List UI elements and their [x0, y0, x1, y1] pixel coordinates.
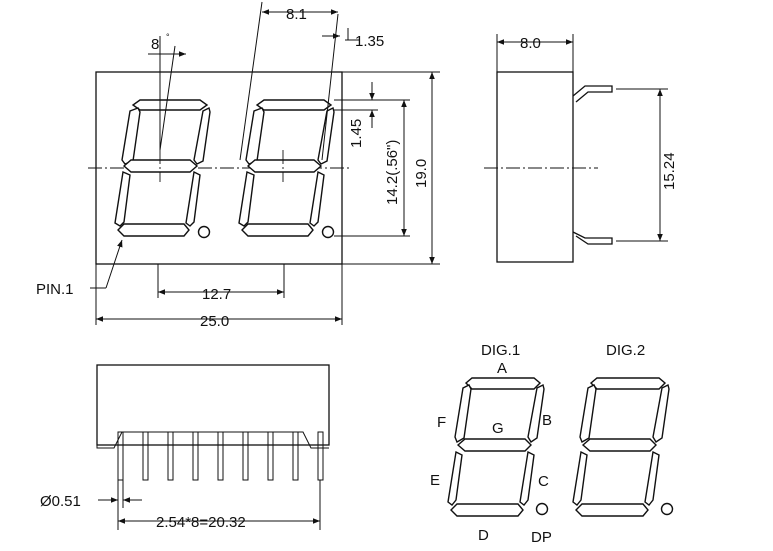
dig2-segments — [572, 377, 674, 517]
digit-height-label: 14.2(.56") — [384, 140, 401, 205]
body-width-label: 25.0 — [200, 313, 229, 330]
seg-a-label: A — [497, 360, 507, 377]
dig1-label: DIG.1 — [481, 342, 520, 359]
front-digit-1 — [114, 99, 211, 239]
front-digit-2 — [238, 99, 335, 239]
seg-d-label: D — [478, 527, 489, 544]
pin-span-label: 15.24 — [661, 152, 678, 190]
dig1-segments — [447, 377, 549, 517]
dig2-label: DIG.2 — [606, 342, 645, 359]
body-height-label: 19.0 — [413, 159, 430, 188]
pin-pitch-label: 2.54*8=20.32 — [156, 514, 246, 531]
bottom-pins — [117, 431, 324, 481]
digit-pitch-label: 8.1 — [286, 6, 307, 23]
bottom-view: Ø0.51 2.54*8=20.32 — [40, 364, 330, 531]
bottom-body-outline — [96, 364, 330, 446]
depth-label: 8.0 — [520, 35, 541, 52]
svg-text:°: ° — [166, 32, 170, 42]
segment-gap-label: 1.45 — [348, 119, 365, 148]
pin-row-spacing-label: 12.7 — [202, 286, 231, 303]
side-body-outline — [496, 71, 574, 263]
seg-f-label: F — [437, 414, 446, 431]
side-view: 8.0 15.24 — [484, 34, 678, 263]
seg-dp-label: DP — [531, 529, 552, 546]
seg-b-label: B — [542, 412, 552, 429]
front-view: 8 ° 8.1 1.35 1.45 14.2(.56") 19.0 PIN.1 — [36, 1, 440, 330]
slant-angle-label: 8 — [151, 36, 159, 53]
segment-map: DIG.1 DIG.2 A B C D E F G DP — [430, 342, 674, 546]
seg-g-label: G — [492, 420, 504, 437]
seg-c-label: C — [538, 473, 549, 490]
segment-width-label: 1.35 — [355, 33, 384, 50]
pin1-label: PIN.1 — [36, 281, 74, 298]
seg-e-label: E — [430, 472, 440, 489]
pin-diameter-label: Ø0.51 — [40, 493, 81, 510]
